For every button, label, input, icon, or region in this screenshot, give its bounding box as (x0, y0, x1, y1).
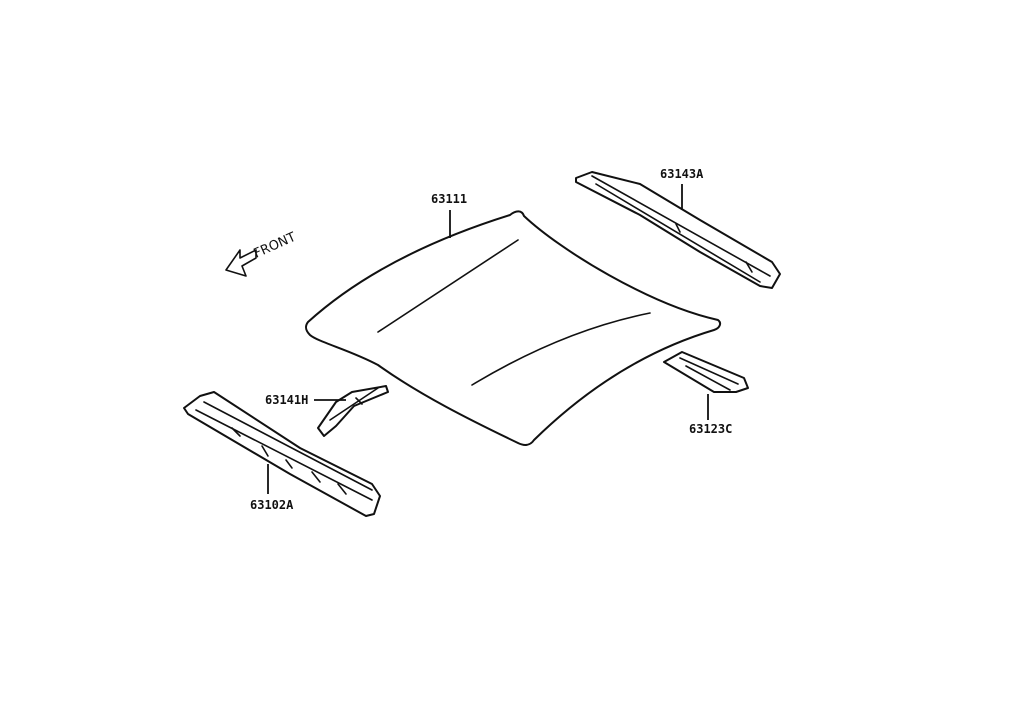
part-number-front-header-rail: 63102A (250, 498, 294, 512)
front-roof-reinforcement (317, 385, 389, 437)
front-header-rail (183, 391, 381, 517)
front-arrow-icon (225, 249, 257, 277)
rear-roof-reinforcement (663, 351, 749, 393)
part-number-roof-panel: 63111 (431, 192, 467, 206)
roof-panel (304, 210, 722, 446)
rear-header-rail (575, 171, 781, 289)
part-number-rear-reinforcement: 63123C (689, 422, 732, 436)
part-number-front-reinforcement: 63141H (265, 393, 308, 407)
part-number-rear-header-rail: 63143A (660, 167, 704, 181)
front-label: FRONT (252, 230, 299, 262)
